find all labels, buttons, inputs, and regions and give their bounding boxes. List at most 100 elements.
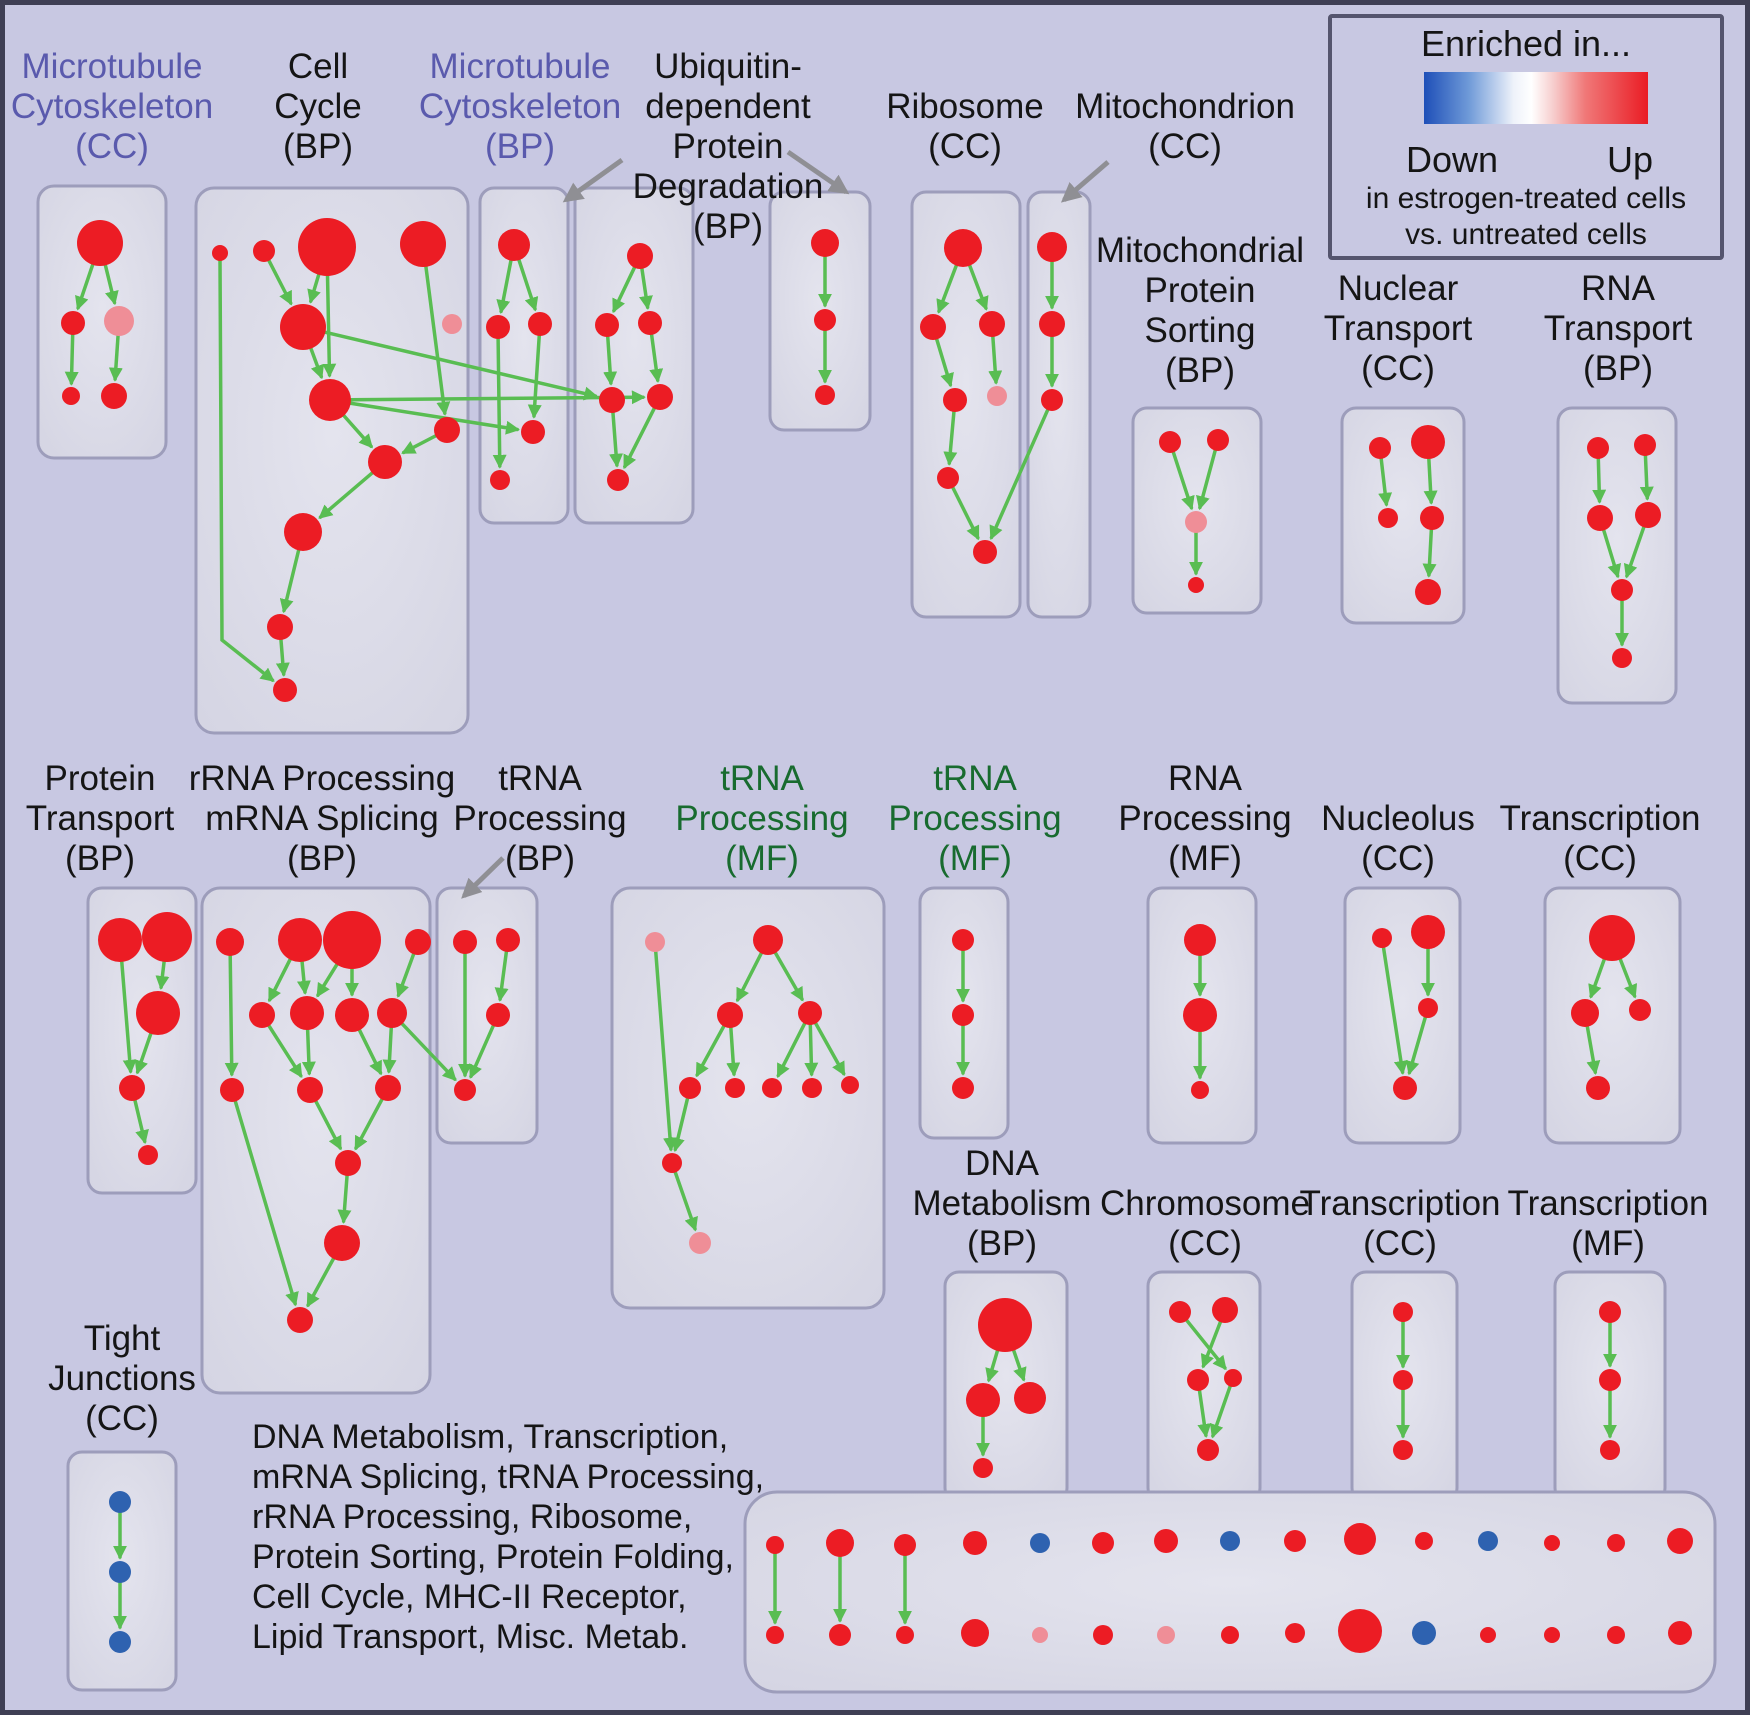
edge-arrow (1585, 1024, 1601, 1075)
cluster-label-trna-processing-mf-1: (MF) (725, 839, 799, 878)
edge-arrow (301, 1027, 316, 1076)
go-node-ms2 (894, 1534, 916, 1556)
edge-arrow (296, 959, 311, 995)
edge-arrow (726, 1025, 741, 1077)
edge-arrow (279, 547, 301, 614)
go-node-ms9 (1344, 1523, 1376, 1555)
legend-up-label: Up (1607, 139, 1653, 180)
edge-arrow (401, 433, 439, 455)
go-node-ms8 (1284, 1530, 1306, 1552)
cluster-label-mitochondrion-cc: (CC) (1148, 127, 1222, 166)
go-node-mb7 (1221, 1626, 1239, 1644)
go-node-mb3 (961, 1619, 989, 1647)
misc-cluster-caption: rRNA Processing, Ribosome, (252, 1498, 692, 1536)
cluster-label-tight-junctions-cc: (CC) (85, 1399, 159, 1438)
cluster-label-mito-protein-sorting-bp: (BP) (1165, 351, 1235, 390)
go-node-ch1 (1212, 1297, 1238, 1323)
cluster-box-misc-cluster (743, 1490, 1717, 1694)
edge-arrow (985, 1348, 1000, 1383)
cluster-label-rna-transport-bp: (BP) (1583, 349, 1653, 388)
go-node-ms7 (1220, 1531, 1240, 1551)
go-node-cc5 (442, 314, 462, 334)
go-node-nt4 (1415, 579, 1441, 605)
legend-down-label: Down (1406, 139, 1498, 180)
edge-arrow (267, 956, 293, 1003)
edge-arrow (1196, 447, 1218, 511)
go-node-mcc3 (62, 387, 80, 405)
go-node-cc9 (284, 513, 322, 551)
go-node-rt2 (1587, 505, 1613, 531)
cluster-label-microtubule-cytoskeleton-bp: (BP) (485, 127, 555, 166)
cluster-label-nuclear-transport-cc: Transport (1324, 309, 1473, 348)
go-node-tf1 (1599, 1369, 1621, 1391)
go-node-tc0 (1589, 915, 1635, 961)
go-node-ms1 (826, 1529, 854, 1557)
cluster-label-trna-processing-mf-1: tRNA (720, 759, 804, 798)
go-node-mb1 (829, 1624, 851, 1646)
cluster-label-nuclear-transport-cc: (CC) (1361, 349, 1435, 388)
go-node-mbp1 (486, 315, 510, 339)
go-node-ms3 (963, 1531, 987, 1555)
cluster-label-transcription-cc-2: Transcription (1300, 1184, 1501, 1223)
go-node-tm9 (662, 1153, 682, 1173)
edge-arrow (1623, 524, 1646, 579)
edge-arrow (233, 1098, 299, 1307)
cluster-box-nucleolus-cc (1343, 886, 1462, 1145)
go-node-rb1 (920, 314, 946, 340)
cluster-label-microtubule-cytoskeleton-bp: Microtubule (430, 47, 611, 86)
go-node-nu0 (1372, 928, 1392, 948)
go-node-tc2 (1629, 999, 1651, 1021)
go-node-ub0 (627, 243, 653, 269)
edge-arrow (735, 950, 764, 1003)
go-node-mps1 (1207, 429, 1229, 451)
go-node-mps3 (1188, 577, 1204, 593)
edge-arrow (357, 1027, 383, 1076)
go-node-trb0 (453, 930, 477, 954)
edge-arrow (64, 332, 79, 386)
go-node-tf0 (1599, 1301, 1621, 1323)
cluster-box-rrna-mrna-bp (200, 886, 432, 1395)
go-node-rr8 (220, 1078, 244, 1102)
edge-arrow (313, 1098, 342, 1151)
edge-arrow (950, 485, 980, 541)
edge-arrow (623, 405, 657, 470)
edge-arrow (671, 1095, 690, 1153)
go-node-nu2 (1418, 998, 1438, 1018)
go-node-mps2 (1185, 511, 1207, 533)
go-node-mcc1 (61, 311, 85, 335)
go-node-mb13 (1607, 1626, 1625, 1644)
edge-arrow (348, 401, 520, 435)
go-node-cc3 (400, 221, 446, 267)
edge-arrow (307, 272, 321, 304)
cluster-label-rrna-mrna-bp: rRNA Processing (189, 759, 455, 798)
cluster-label-rna-processing-mf: Processing (1118, 799, 1291, 838)
edge-arrow (494, 949, 509, 1002)
callout-arrow (461, 856, 505, 899)
go-node-cc11 (273, 678, 297, 702)
cluster-label-trna-processing-mf-2: tRNA (933, 759, 1017, 798)
cluster-box-mito-protein-sorting-bp (1131, 406, 1263, 615)
cluster-label-dna-metabolism-bp: DNA (965, 1144, 1040, 1183)
cluster-box-protein-transport-bp (86, 886, 198, 1195)
go-node-rt5 (1612, 648, 1632, 668)
cluster-label-trna-processing-bp: (BP) (505, 839, 575, 878)
go-node-tm0 (645, 932, 665, 952)
cluster-label-transcription-cc-2: (CC) (1363, 1224, 1437, 1263)
go-node-mt0 (1037, 232, 1067, 262)
legend-caption: vs. untreated cells (1405, 218, 1647, 251)
cluster-label-ubiquitin-degradation-bp: dependent (645, 87, 811, 126)
edge-arrow (673, 1169, 698, 1232)
go-node-tm4 (679, 1077, 701, 1099)
cluster-label-nuclear-transport-cc: Nuclear (1338, 269, 1459, 308)
go-node-ms5 (1092, 1532, 1114, 1554)
cluster-label-nucleolus-cc: Nucleolus (1321, 799, 1475, 838)
go-node-tj2 (109, 1631, 131, 1653)
cluster-label-microtubule-cytoskeleton-cc: Microtubule (22, 47, 203, 86)
go-node-cc7 (434, 417, 460, 443)
cluster-label-microtubule-cytoskeleton-cc: Cytoskeleton (11, 87, 213, 126)
go-node-rb2 (979, 311, 1005, 337)
callout-arrow (1060, 160, 1110, 203)
go-node-mt1 (1039, 311, 1065, 337)
go-node-nu3 (1393, 1076, 1417, 1100)
cluster-box-ubiquitin-degradation-bp (573, 186, 695, 525)
